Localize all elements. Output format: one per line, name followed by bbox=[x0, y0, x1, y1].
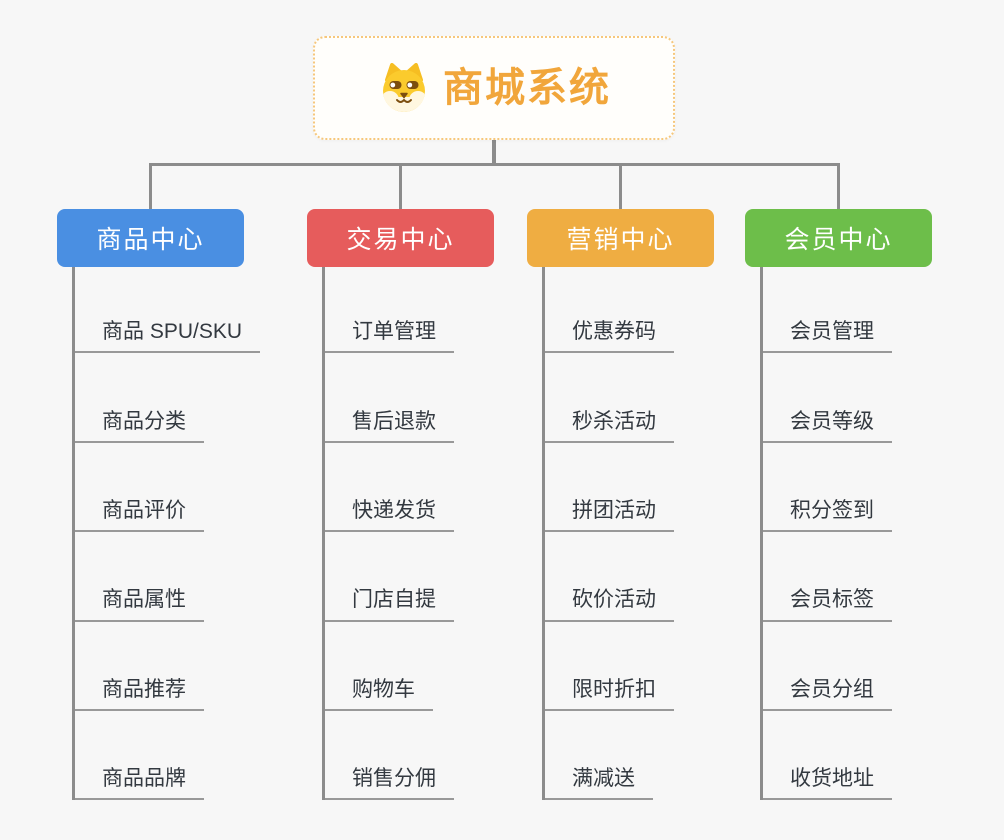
dog-icon bbox=[383, 63, 425, 112]
root-node[interactable]: 商城系统 bbox=[313, 36, 675, 140]
leaf-item[interactable]: 商品评价 bbox=[72, 499, 204, 533]
branch-node-trade-center[interactable]: 交易中心 bbox=[307, 209, 494, 267]
leaf-item[interactable]: 会员管理 bbox=[760, 320, 892, 354]
leaf-row: 订单管理 bbox=[322, 264, 557, 354]
leaf-item[interactable]: 砍价活动 bbox=[542, 588, 674, 622]
branch-label: 营销中心 bbox=[566, 226, 675, 254]
leaf-item[interactable]: 会员分组 bbox=[760, 678, 892, 711]
leaf-item[interactable]: 商品属性 bbox=[72, 588, 204, 622]
leaf-item[interactable]: 积分签到 bbox=[760, 499, 892, 533]
leaf-item[interactable]: 快递发货 bbox=[322, 499, 454, 533]
leaf-row: 商品品牌 bbox=[72, 711, 307, 801]
leaf-item[interactable]: 购物车 bbox=[322, 678, 433, 711]
leaf-item[interactable]: 会员标签 bbox=[760, 588, 892, 622]
connector-drop-product-center bbox=[149, 163, 152, 210]
leaf-row: 门店自提 bbox=[322, 532, 557, 622]
leaf-item[interactable]: 商品 SPU/SKU bbox=[72, 320, 261, 354]
leaf-row: 商品 SPU/SKU bbox=[72, 264, 307, 354]
connector-drop-marketing-center bbox=[619, 163, 622, 210]
branch-marketing-center: 营销中心 优惠券码 秒杀活动 拼团活动 砍价活动 限时折扣 满减送 bbox=[527, 209, 777, 801]
connector-root-drop bbox=[492, 140, 496, 166]
leaf-item[interactable]: 销售分佣 bbox=[322, 767, 454, 801]
leaf-item[interactable]: 商品分类 bbox=[72, 410, 204, 443]
branch-node-product-center[interactable]: 商品中心 bbox=[57, 209, 244, 267]
leaf-item[interactable]: 订单管理 bbox=[322, 320, 454, 354]
branch-node-member-center[interactable]: 会员中心 bbox=[745, 209, 932, 267]
connector-drop-member-center bbox=[837, 163, 840, 210]
connector-drop-trade-center bbox=[399, 163, 402, 210]
leaf-row: 商品评价 bbox=[72, 443, 307, 533]
leaf-item[interactable]: 限时折扣 bbox=[542, 678, 674, 711]
leaf-row: 购物车 bbox=[322, 622, 557, 711]
leaf-item[interactable]: 售后退款 bbox=[322, 410, 454, 443]
branch-spine bbox=[322, 267, 325, 800]
branch-spine bbox=[542, 267, 545, 800]
leaf-item[interactable]: 商品品牌 bbox=[72, 767, 204, 801]
leaf-item[interactable]: 收货地址 bbox=[760, 767, 892, 801]
leaf-row: 销售分佣 bbox=[322, 711, 557, 801]
branch-spine bbox=[760, 267, 763, 800]
leaf-row: 拼团活动 bbox=[542, 443, 777, 533]
leaf-row: 秒杀活动 bbox=[542, 353, 777, 443]
leaf-item[interactable]: 满减送 bbox=[542, 767, 653, 801]
branch-member-center: 会员中心 会员管理 会员等级 积分签到 会员标签 会员分组 收货地址 bbox=[745, 209, 995, 801]
branch-product-center: 商品中心 商品 SPU/SKU 商品分类 商品评价 商品属性 商品推荐 商品品牌 bbox=[57, 209, 307, 801]
root-label: 商城系统 bbox=[443, 66, 611, 110]
branch-label: 交易中心 bbox=[346, 226, 455, 254]
connector-bus bbox=[149, 163, 840, 166]
leaf-row: 商品分类 bbox=[72, 353, 307, 443]
leaf-row: 会员等级 bbox=[760, 353, 995, 443]
leaf-row: 会员标签 bbox=[760, 532, 995, 622]
leaf-item[interactable]: 优惠券码 bbox=[542, 320, 674, 354]
leaf-item[interactable]: 拼团活动 bbox=[542, 499, 674, 533]
leaf-item[interactable]: 会员等级 bbox=[760, 410, 892, 443]
branch-label: 会员中心 bbox=[784, 226, 893, 254]
leaf-row: 限时折扣 bbox=[542, 622, 777, 711]
leaf-row: 收货地址 bbox=[760, 711, 995, 801]
leaf-item[interactable]: 秒杀活动 bbox=[542, 410, 674, 443]
branch-trade-center: 交易中心 订单管理 售后退款 快递发货 门店自提 购物车 销售分佣 bbox=[307, 209, 557, 801]
leaf-row: 快递发货 bbox=[322, 443, 557, 533]
branch-node-marketing-center[interactable]: 营销中心 bbox=[527, 209, 714, 267]
branch-spine bbox=[72, 267, 75, 800]
leaf-row: 优惠券码 bbox=[542, 264, 777, 354]
leaf-row: 售后退款 bbox=[322, 353, 557, 443]
leaf-item[interactable]: 商品推荐 bbox=[72, 678, 204, 711]
leaf-row: 砍价活动 bbox=[542, 532, 777, 622]
leaf-row: 会员分组 bbox=[760, 622, 995, 711]
leaf-item[interactable]: 门店自提 bbox=[322, 588, 454, 622]
leaf-row: 满减送 bbox=[542, 711, 777, 801]
leaf-row: 商品推荐 bbox=[72, 622, 307, 711]
leaf-row: 积分签到 bbox=[760, 443, 995, 533]
leaf-row: 商品属性 bbox=[72, 532, 307, 622]
leaf-row: 会员管理 bbox=[760, 264, 995, 354]
branch-label: 商品中心 bbox=[96, 226, 205, 254]
